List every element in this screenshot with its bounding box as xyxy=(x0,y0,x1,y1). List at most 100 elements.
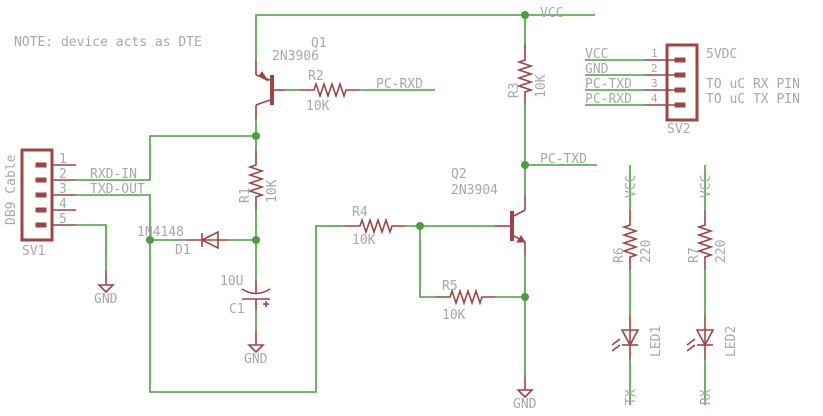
c1-name: C1 xyxy=(229,302,245,317)
sv1-pin-icon xyxy=(35,162,47,168)
sv2-pin-icon xyxy=(674,87,686,93)
wire-txd-out xyxy=(76,194,330,393)
led2-light-arrow-icon xyxy=(686,344,696,352)
r7-zigzag xyxy=(696,210,714,270)
led2-light-arrow-icon xyxy=(686,338,696,346)
capacitor-c1[interactable] xyxy=(241,280,271,310)
junction-dot xyxy=(252,132,260,140)
net-label-pc-rxd: PC-RXD xyxy=(376,77,423,92)
led1-light-arrow-icon xyxy=(611,338,621,346)
diode-d1[interactable] xyxy=(186,230,228,250)
resistor-r5[interactable] xyxy=(435,288,495,306)
r3-name: R3 xyxy=(507,82,522,98)
r4-zigzag xyxy=(345,217,405,235)
sv2-pin-desc: TO uC TX PIN xyxy=(706,92,800,107)
resistor-r3[interactable] xyxy=(516,45,534,105)
sv2-pin-desc: 5VDC xyxy=(706,47,737,62)
sv2-pin-number: 4 xyxy=(651,92,658,105)
sv2-pin-number: 1 xyxy=(651,47,658,60)
led2-name: LED2 xyxy=(724,326,739,357)
led-led2[interactable] xyxy=(686,315,715,360)
transistor-q1[interactable] xyxy=(255,60,285,120)
net-label-tx: TX xyxy=(624,389,639,405)
sv2-pin-net: PC-RXD xyxy=(585,92,632,107)
sv2-pin-icon xyxy=(674,102,686,108)
q2-arrow-icon xyxy=(516,235,526,243)
connector-sv1[interactable] xyxy=(20,148,76,242)
r2-zigzag xyxy=(300,81,360,99)
resistor-r7[interactable] xyxy=(696,210,714,270)
sv1-pin-number: 2 xyxy=(59,167,67,182)
note-text: NOTE: device acts as DTE xyxy=(14,35,202,50)
led2-triangle-icon xyxy=(695,329,715,347)
sv1-pin-number: 3 xyxy=(59,182,67,197)
sv1-title: DB9 Cable xyxy=(4,154,19,225)
net-label-rx: RX xyxy=(699,389,714,405)
sv1-pins xyxy=(35,162,76,228)
d1-name: D1 xyxy=(175,243,191,258)
resistor-r1[interactable] xyxy=(247,150,265,210)
r5-value: 10K xyxy=(442,308,466,323)
led-led1[interactable] xyxy=(611,315,640,360)
junction-dot xyxy=(416,222,424,230)
sv2-pin-icon xyxy=(674,57,686,63)
sv1-name: SV1 xyxy=(22,244,45,259)
sv2-pin-net: PC-TXD xyxy=(585,77,632,92)
transistor-q2[interactable] xyxy=(495,195,526,255)
gnd-symbol-q2 xyxy=(516,375,534,399)
sv1-pin-number: 5 xyxy=(59,212,67,227)
sv1-signal-txd-out: TXD-OUT xyxy=(90,182,145,197)
ground-icon xyxy=(516,389,534,399)
r2-value: 10K xyxy=(306,99,330,114)
sv1-pin-icon xyxy=(35,222,47,228)
sv1-pin-icon xyxy=(35,192,47,198)
net-label-vcc-led2: VCC xyxy=(699,175,714,198)
r4-value: 10K xyxy=(352,233,376,248)
q1-arrow-icon xyxy=(258,71,269,82)
sv2-name: SV2 xyxy=(667,122,690,137)
r7-name: R7 xyxy=(687,247,702,263)
sv2-pin-net: GND xyxy=(585,62,609,77)
junction-dot xyxy=(521,11,529,19)
wire-r5-left xyxy=(419,226,435,298)
sv2-body xyxy=(665,43,699,122)
net-label-pc-txd: PC-TXD xyxy=(540,152,587,167)
sv1-signal-rxd-in: RXD-IN xyxy=(90,167,137,182)
sv1-pin-number: 1 xyxy=(59,152,67,167)
sv2-pin-number: 2 xyxy=(651,62,658,75)
led1-triangle-icon xyxy=(620,329,640,347)
sv2-pin-number: 3 xyxy=(651,77,658,90)
resistor-r4[interactable] xyxy=(345,217,405,235)
wire-vcc-rail xyxy=(255,14,595,60)
wires xyxy=(76,14,706,405)
net-label-vcc-led1: VCC xyxy=(624,175,639,198)
wire-sv1-gnd xyxy=(76,224,107,270)
sv2-pin-net: VCC xyxy=(585,47,608,62)
r6-name: R6 xyxy=(612,247,627,263)
junction-dot xyxy=(146,236,154,244)
resistor-r2[interactable] xyxy=(300,81,360,99)
resistor-r6[interactable] xyxy=(621,210,639,270)
junction-dot xyxy=(521,293,529,301)
junctions xyxy=(146,11,529,301)
r1-name: R1 xyxy=(238,187,253,203)
r6-value: 220 xyxy=(639,240,654,263)
gnd-label-sv1: GND xyxy=(94,292,118,307)
r2-name: R2 xyxy=(308,69,324,84)
q2-name: Q2 xyxy=(451,167,467,182)
q1-name: Q1 xyxy=(311,36,327,51)
connector-sv2[interactable] xyxy=(645,43,699,122)
r3-zigzag xyxy=(516,45,534,105)
junction-dot xyxy=(521,161,529,169)
r1-zigzag xyxy=(247,150,265,210)
junction-dot xyxy=(252,236,260,244)
gnd-label-c1: GND xyxy=(244,352,268,367)
ground-icon xyxy=(97,284,115,294)
wire-rxd-in xyxy=(76,135,256,181)
c1-value: 10U xyxy=(220,274,243,289)
sv2-pin-icon xyxy=(674,72,686,78)
q1-collector-line xyxy=(255,99,271,106)
sv2-pin-desc: TO uC RX PIN xyxy=(706,77,800,92)
d1-triangle-icon xyxy=(200,230,219,250)
